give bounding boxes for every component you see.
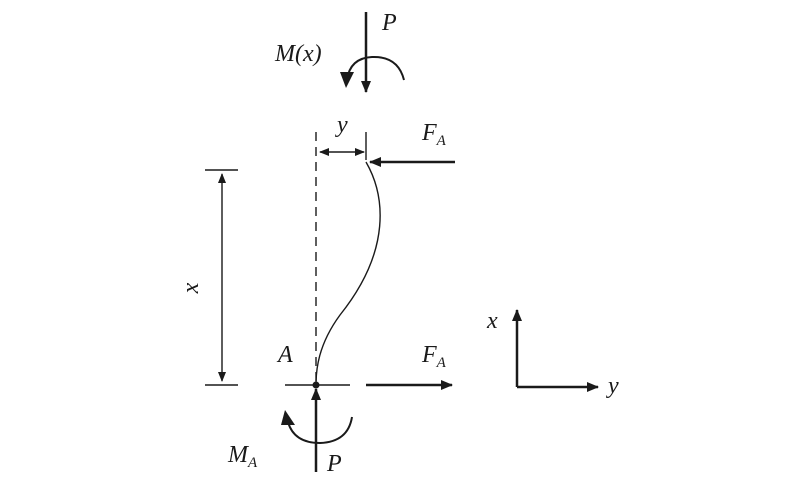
top-moment: M(x) [274, 41, 405, 88]
bottom-moment-arrowhead [281, 410, 295, 425]
top-force-label: P [381, 10, 397, 36]
top-axial-force: P [361, 10, 397, 93]
bottom-moment-arc [287, 416, 353, 445]
bottom-axial-force: P [311, 388, 342, 477]
support-node [312, 381, 320, 389]
bottom-force-label: P [326, 451, 342, 477]
deflection-label: y [335, 112, 348, 138]
bottom-moment: MA [227, 410, 353, 471]
top-moment-arrowhead [340, 72, 354, 88]
top-reaction-label: FA [421, 120, 447, 149]
axis-y-label: y [606, 373, 619, 399]
support-point-label: A [276, 342, 293, 368]
axis-x-label: x [486, 308, 498, 334]
coordinate-axes: x y [486, 308, 619, 399]
bottom-reaction-force: FA [366, 342, 453, 390]
top-moment-label: M(x) [274, 41, 322, 67]
length-dimension: x [178, 169, 238, 386]
support-point: A [276, 342, 350, 389]
deflected-column-curve [315, 161, 381, 386]
top-moment-arc [346, 55, 405, 81]
deflection-dimension: y [319, 112, 367, 160]
bottom-moment-label: MA [227, 442, 258, 471]
top-reaction-force: FA [369, 120, 455, 167]
length-label: x [178, 282, 204, 294]
bottom-reaction-label: FA [421, 342, 447, 371]
